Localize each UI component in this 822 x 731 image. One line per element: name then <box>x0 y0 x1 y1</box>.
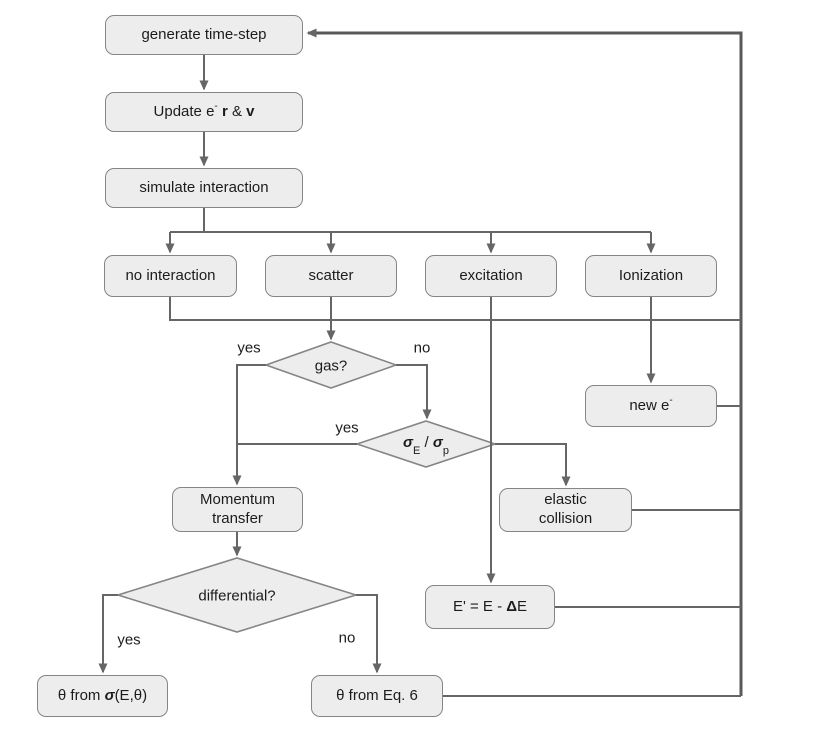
superscript-minus: - <box>669 395 673 407</box>
sigma-decision-label: σE / σp <box>403 434 449 457</box>
node-label: generate time-step <box>141 25 267 43</box>
subscript-E: E <box>413 445 421 457</box>
node-energy-update: E' = E - ΔE <box>425 585 555 629</box>
node-theta-from-eq6: θ from Eq. 6 <box>311 675 443 717</box>
node-ionization: Ionization <box>585 255 717 297</box>
node-label: excitation <box>459 266 523 284</box>
node-label: θ from Eq. 6 <box>336 686 418 704</box>
node-simulate-interaction: simulate interaction <box>105 168 303 208</box>
edge-gas-yes-momentum <box>232 364 266 486</box>
node-label: scatter <box>308 266 354 284</box>
node-generate-time-step: generate time-step <box>105 15 303 55</box>
edge-gas-no-sigma <box>396 364 432 420</box>
edge-no-interaction-loop <box>169 297 741 321</box>
node-label: new e- <box>629 395 673 415</box>
gas-yes-label: yes <box>237 339 261 357</box>
node-excitation: excitation <box>425 255 557 297</box>
superscript-minus: - <box>214 101 218 113</box>
node-scatter: scatter <box>265 255 397 297</box>
node-no-interaction: no interaction <box>104 255 237 297</box>
sigma-yes-label: yes <box>335 419 359 437</box>
differential-yes-label: yes <box>117 631 141 649</box>
edge-diff-yes-theta-sigma <box>98 594 118 674</box>
node-label: simulate interaction <box>139 178 269 196</box>
node-label: Update e- r & v <box>153 101 255 121</box>
subscript-p: p <box>442 445 449 457</box>
node-label: Ionization <box>618 266 684 284</box>
node-theta-from-sigma: θ from σ(E,θ) <box>37 675 168 717</box>
node-new-electron: new e- <box>585 385 717 427</box>
gas-decision-label: gas? <box>314 357 348 375</box>
edge-diff-no-theta-eq6 <box>356 594 382 674</box>
differential-decision-label: differential? <box>198 587 276 605</box>
node-label: θ from σ(E,θ) <box>57 686 148 704</box>
node-update-r-v: Update e- r & v <box>105 92 303 132</box>
gas-no-label: no <box>413 339 431 357</box>
edge-sigma-elastic <box>495 443 571 487</box>
differential-no-label: no <box>338 629 356 647</box>
node-label: no interaction <box>125 266 216 284</box>
node-label: E' = E - ΔE <box>452 597 528 615</box>
edge-feedback-loop <box>306 28 743 696</box>
